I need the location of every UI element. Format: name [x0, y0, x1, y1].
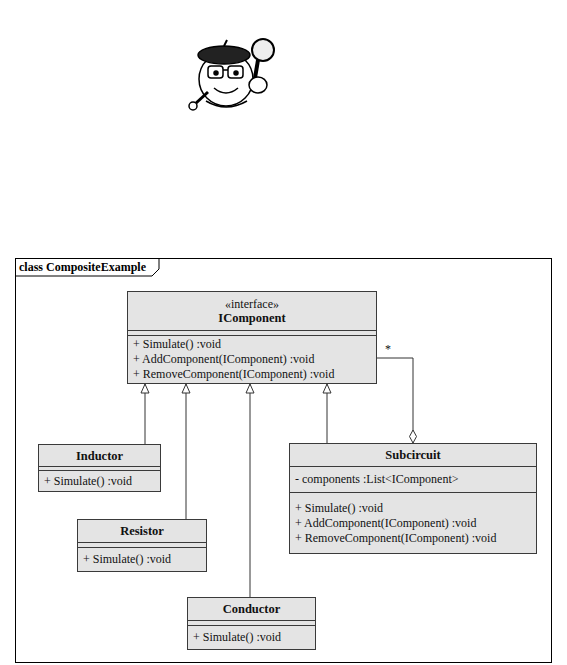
magnifier-lens [252, 39, 274, 61]
class-header: «interface»IComponent [128, 292, 376, 330]
aggregation-line [377, 358, 413, 443]
class-name: Conductor [223, 602, 281, 616]
operation: + RemoveComponent(IComponent) :void [128, 367, 376, 382]
mascot-beret [198, 46, 250, 64]
class-box: Conductor + Simulate() :void [187, 597, 316, 650]
generalization-line [327, 384, 328, 443]
frame-title: class CompositeExample [16, 259, 152, 276]
mascot-eye [234, 71, 238, 75]
mascot-glasses [228, 66, 243, 78]
class-header: Subcircuit [290, 444, 536, 466]
stereotype: «interface» [225, 297, 279, 311]
class-box: Resistor + Simulate() :void [77, 519, 207, 572]
operation: + AddComponent(IComponent) :void [128, 352, 376, 367]
operation: + Simulate() :void [188, 630, 315, 645]
class-header: Resistor [78, 520, 206, 542]
mascot-eye [214, 71, 218, 75]
magnifier-handle [255, 60, 258, 78]
mascot-beret-stem [224, 40, 227, 46]
operation: + Simulate() :void [39, 474, 160, 489]
attribute: - components :List<IComponent> [290, 472, 536, 487]
mascot-wrench-head [189, 102, 197, 110]
attribute-section: - components :List<IComponent> [290, 466, 536, 492]
operation-section: + Simulate() :void [188, 625, 315, 649]
operation-section: + Simulate() :void+ AddComponent(ICompon… [290, 492, 536, 553]
class-name: Resistor [120, 524, 164, 538]
operation-section: + Simulate() :void [39, 470, 160, 491]
generalization-line [186, 384, 187, 519]
operation: + AddComponent(IComponent) :void [290, 516, 536, 531]
operation: + RemoveComponent(IComponent) :void [290, 531, 536, 546]
class-header: Inductor [39, 445, 160, 466]
operation: + Simulate() :void [290, 501, 536, 516]
mascot-hand [249, 77, 267, 93]
generalization-line [250, 384, 251, 597]
operation-section: + Simulate() :void+ AddComponent(ICompon… [128, 335, 376, 383]
mascot-glasses [208, 66, 223, 78]
mascot-wrench [195, 92, 208, 104]
class-name: IComponent [218, 311, 285, 325]
class-name: Inductor [76, 449, 123, 463]
operation: + Simulate() :void [78, 552, 206, 567]
diagram-frame: class CompositeExample «interface»ICompon… [15, 258, 552, 663]
mascot-mouth [214, 88, 238, 93]
class-name: Subcircuit [385, 448, 440, 462]
class-header: Conductor [188, 598, 315, 620]
generalization-line [145, 384, 146, 444]
class-box: «interface»IComponent+ Simulate() :void+… [127, 291, 377, 384]
mascot-glasses-bridge [223, 69, 228, 71]
multiplicity-label: * [385, 342, 391, 357]
operation-section: + Simulate() :void [78, 547, 206, 571]
frame-tab-outline [16, 259, 159, 276]
operation: + Simulate() :void [128, 337, 376, 352]
class-box: Subcircuit - components :List<IComponent>… [289, 443, 537, 554]
class-box: Inductor + Simulate() :void [38, 444, 161, 492]
mascot-collar [206, 101, 247, 107]
